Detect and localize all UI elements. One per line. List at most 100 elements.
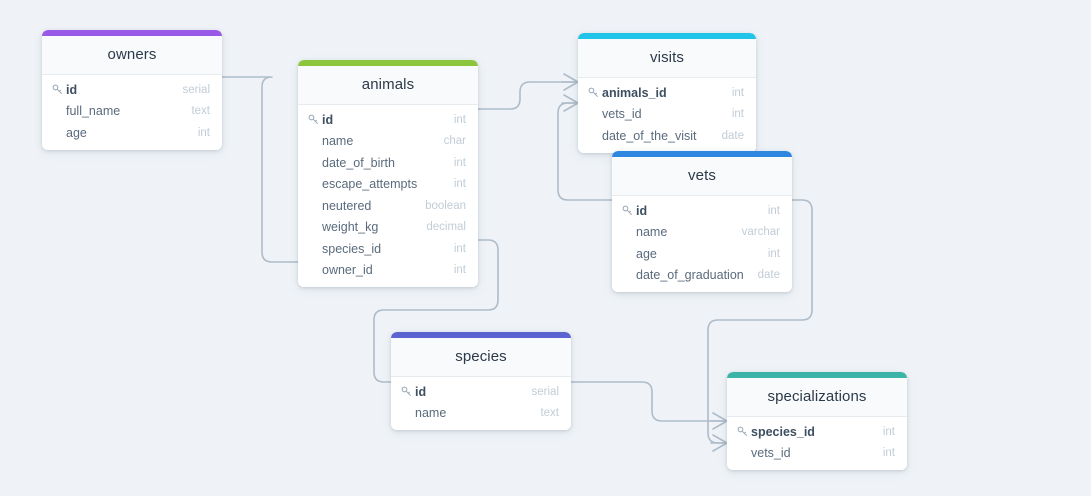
table-title-vets: vets — [612, 157, 792, 196]
column-name: age — [66, 125, 87, 140]
column-row[interactable]: age int — [42, 122, 222, 144]
column-type: int — [731, 108, 744, 121]
column-type: int — [197, 126, 210, 139]
column-name: name — [322, 134, 354, 149]
column-row[interactable]: date_of_the_visit date — [578, 125, 756, 147]
table-title-owners: owners — [42, 36, 222, 75]
edge-species-specializations — [570, 381, 728, 422]
column-row[interactable]: owner_id int — [298, 260, 478, 282]
column-type: serial — [531, 385, 559, 398]
column-name: age — [636, 246, 657, 261]
column-type: int — [767, 247, 780, 260]
column-type: text — [540, 407, 559, 420]
table-title-species: species — [391, 338, 571, 377]
column-name: date_of_graduation — [636, 268, 744, 283]
edge-animals-visits — [477, 81, 579, 110]
column-row[interactable]: weight_kg decimal — [298, 217, 478, 239]
column-type: int — [453, 156, 466, 169]
column-type: int — [453, 113, 466, 126]
column-type: int — [882, 425, 895, 438]
crowsfoot-spec-species-id — [710, 412, 728, 430]
column-name: animals_id — [602, 85, 667, 100]
table-title-visits: visits — [578, 39, 756, 78]
crowsfoot-visits-animals-id — [561, 73, 579, 91]
column-name: id — [636, 203, 648, 218]
crowsfoot-spec-vets-id — [710, 434, 728, 452]
table-accent-bar-animals — [298, 60, 478, 66]
column-row[interactable]: name char — [298, 131, 478, 153]
table-columns-species: id serial name text — [391, 377, 571, 430]
column-type: date — [757, 269, 780, 282]
key-icon — [52, 84, 66, 95]
table-title-specializations: specializations — [727, 378, 907, 417]
column-type: char — [443, 135, 466, 148]
column-type: int — [767, 204, 780, 217]
table-accent-bar-specializations — [727, 372, 907, 378]
table-accent-bar-vets — [612, 151, 792, 157]
column-row[interactable]: age int — [612, 243, 792, 265]
key-icon — [737, 426, 751, 437]
column-row[interactable]: date_of_graduation date — [612, 265, 792, 287]
key-icon — [401, 386, 415, 397]
column-type: date — [721, 129, 744, 142]
table-accent-bar-visits — [578, 33, 756, 39]
column-name: neutered — [322, 198, 372, 213]
table-accent-bar-owners — [42, 30, 222, 36]
column-row[interactable]: name varchar — [612, 222, 792, 244]
column-name: vets_id — [751, 446, 791, 461]
column-type: varchar — [741, 226, 780, 239]
key-icon — [588, 87, 602, 98]
key-icon — [308, 114, 322, 125]
column-type: boolean — [425, 199, 466, 212]
key-icon — [622, 205, 636, 216]
column-row[interactable]: name text — [391, 403, 571, 425]
column-name: full_name — [66, 104, 121, 119]
column-name: species_id — [322, 241, 382, 256]
column-row[interactable]: id serial — [391, 381, 571, 403]
column-name: id — [415, 384, 427, 399]
column-name: name — [415, 406, 447, 421]
column-row[interactable]: id int — [612, 200, 792, 222]
crowsfoot-visits-vets-id — [561, 94, 579, 112]
table-node-species[interactable]: species id serial name text — [391, 332, 571, 430]
column-name: escape_attempts — [322, 177, 418, 192]
column-name: name — [636, 225, 668, 240]
column-type: decimal — [426, 221, 466, 234]
column-row[interactable]: neutered boolean — [298, 195, 478, 217]
column-name: owner_id — [322, 263, 373, 278]
column-row[interactable]: date_of_birth int — [298, 152, 478, 174]
column-row[interactable]: full_name text — [42, 101, 222, 123]
table-accent-bar-species — [391, 332, 571, 338]
table-title-animals: animals — [298, 66, 478, 105]
column-name: id — [322, 112, 334, 127]
column-row[interactable]: vets_id int — [578, 104, 756, 126]
table-node-vets[interactable]: vets id int name varchar age int date_of_gradua… — [612, 151, 792, 292]
column-name: id — [66, 82, 78, 97]
column-name: vets_id — [602, 107, 642, 122]
column-type: text — [191, 105, 210, 118]
column-name: weight_kg — [322, 220, 379, 235]
column-name: date_of_the_visit — [602, 128, 697, 143]
column-type: int — [731, 86, 744, 99]
table-columns-vets: id int name varchar age int date_of_graduation… — [612, 196, 792, 292]
column-row[interactable]: vets_id int — [727, 443, 907, 465]
column-row[interactable]: animals_id int — [578, 82, 756, 104]
column-name: date_of_birth — [322, 155, 395, 170]
column-type: int — [453, 264, 466, 277]
edge-animals-owners — [221, 76, 299, 263]
column-type: int — [882, 447, 895, 460]
column-row[interactable]: id int — [298, 109, 478, 131]
